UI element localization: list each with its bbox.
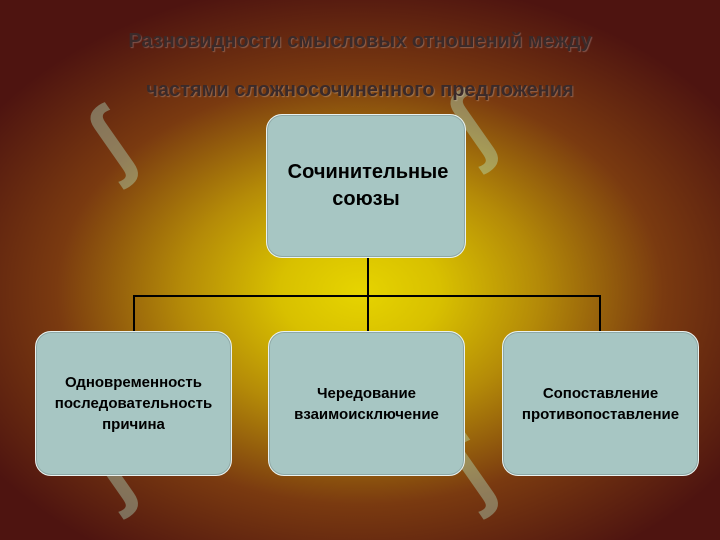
child-node-line: причина xyxy=(102,416,165,433)
child-node-box-alternation: Чередование взаимоисключение xyxy=(268,331,465,476)
connector-trunk xyxy=(367,258,369,296)
connector-middle xyxy=(367,295,369,331)
child-node-line: взаимоисключение xyxy=(294,405,439,423)
slide-title-line-2: частями сложносочиненного предложения xyxy=(146,79,574,101)
child-node-box-comparison: Сопоставление противопоставление xyxy=(502,331,699,476)
connector-right xyxy=(599,295,601,331)
child-node-line: Одновременность xyxy=(65,374,202,391)
slide-title-line-1: Разновидности смысловых отношений между xyxy=(128,30,592,52)
root-node-line-1: Сочинительные xyxy=(287,161,449,183)
connector-left xyxy=(133,295,135,331)
child-node-line: последовательность xyxy=(54,395,213,412)
child-node-line: противопоставление xyxy=(521,405,680,423)
child-node-line: Чередование xyxy=(316,384,417,402)
watermark-glyph: ʃ xyxy=(68,91,151,191)
root-node-box: Сочинительные союзы xyxy=(266,114,466,258)
root-node-line-2: союзы xyxy=(332,188,400,210)
child-node-box-simultaneity: Одновременность последовательность причи… xyxy=(35,331,232,476)
child-node-line: Сопоставление xyxy=(542,384,659,402)
